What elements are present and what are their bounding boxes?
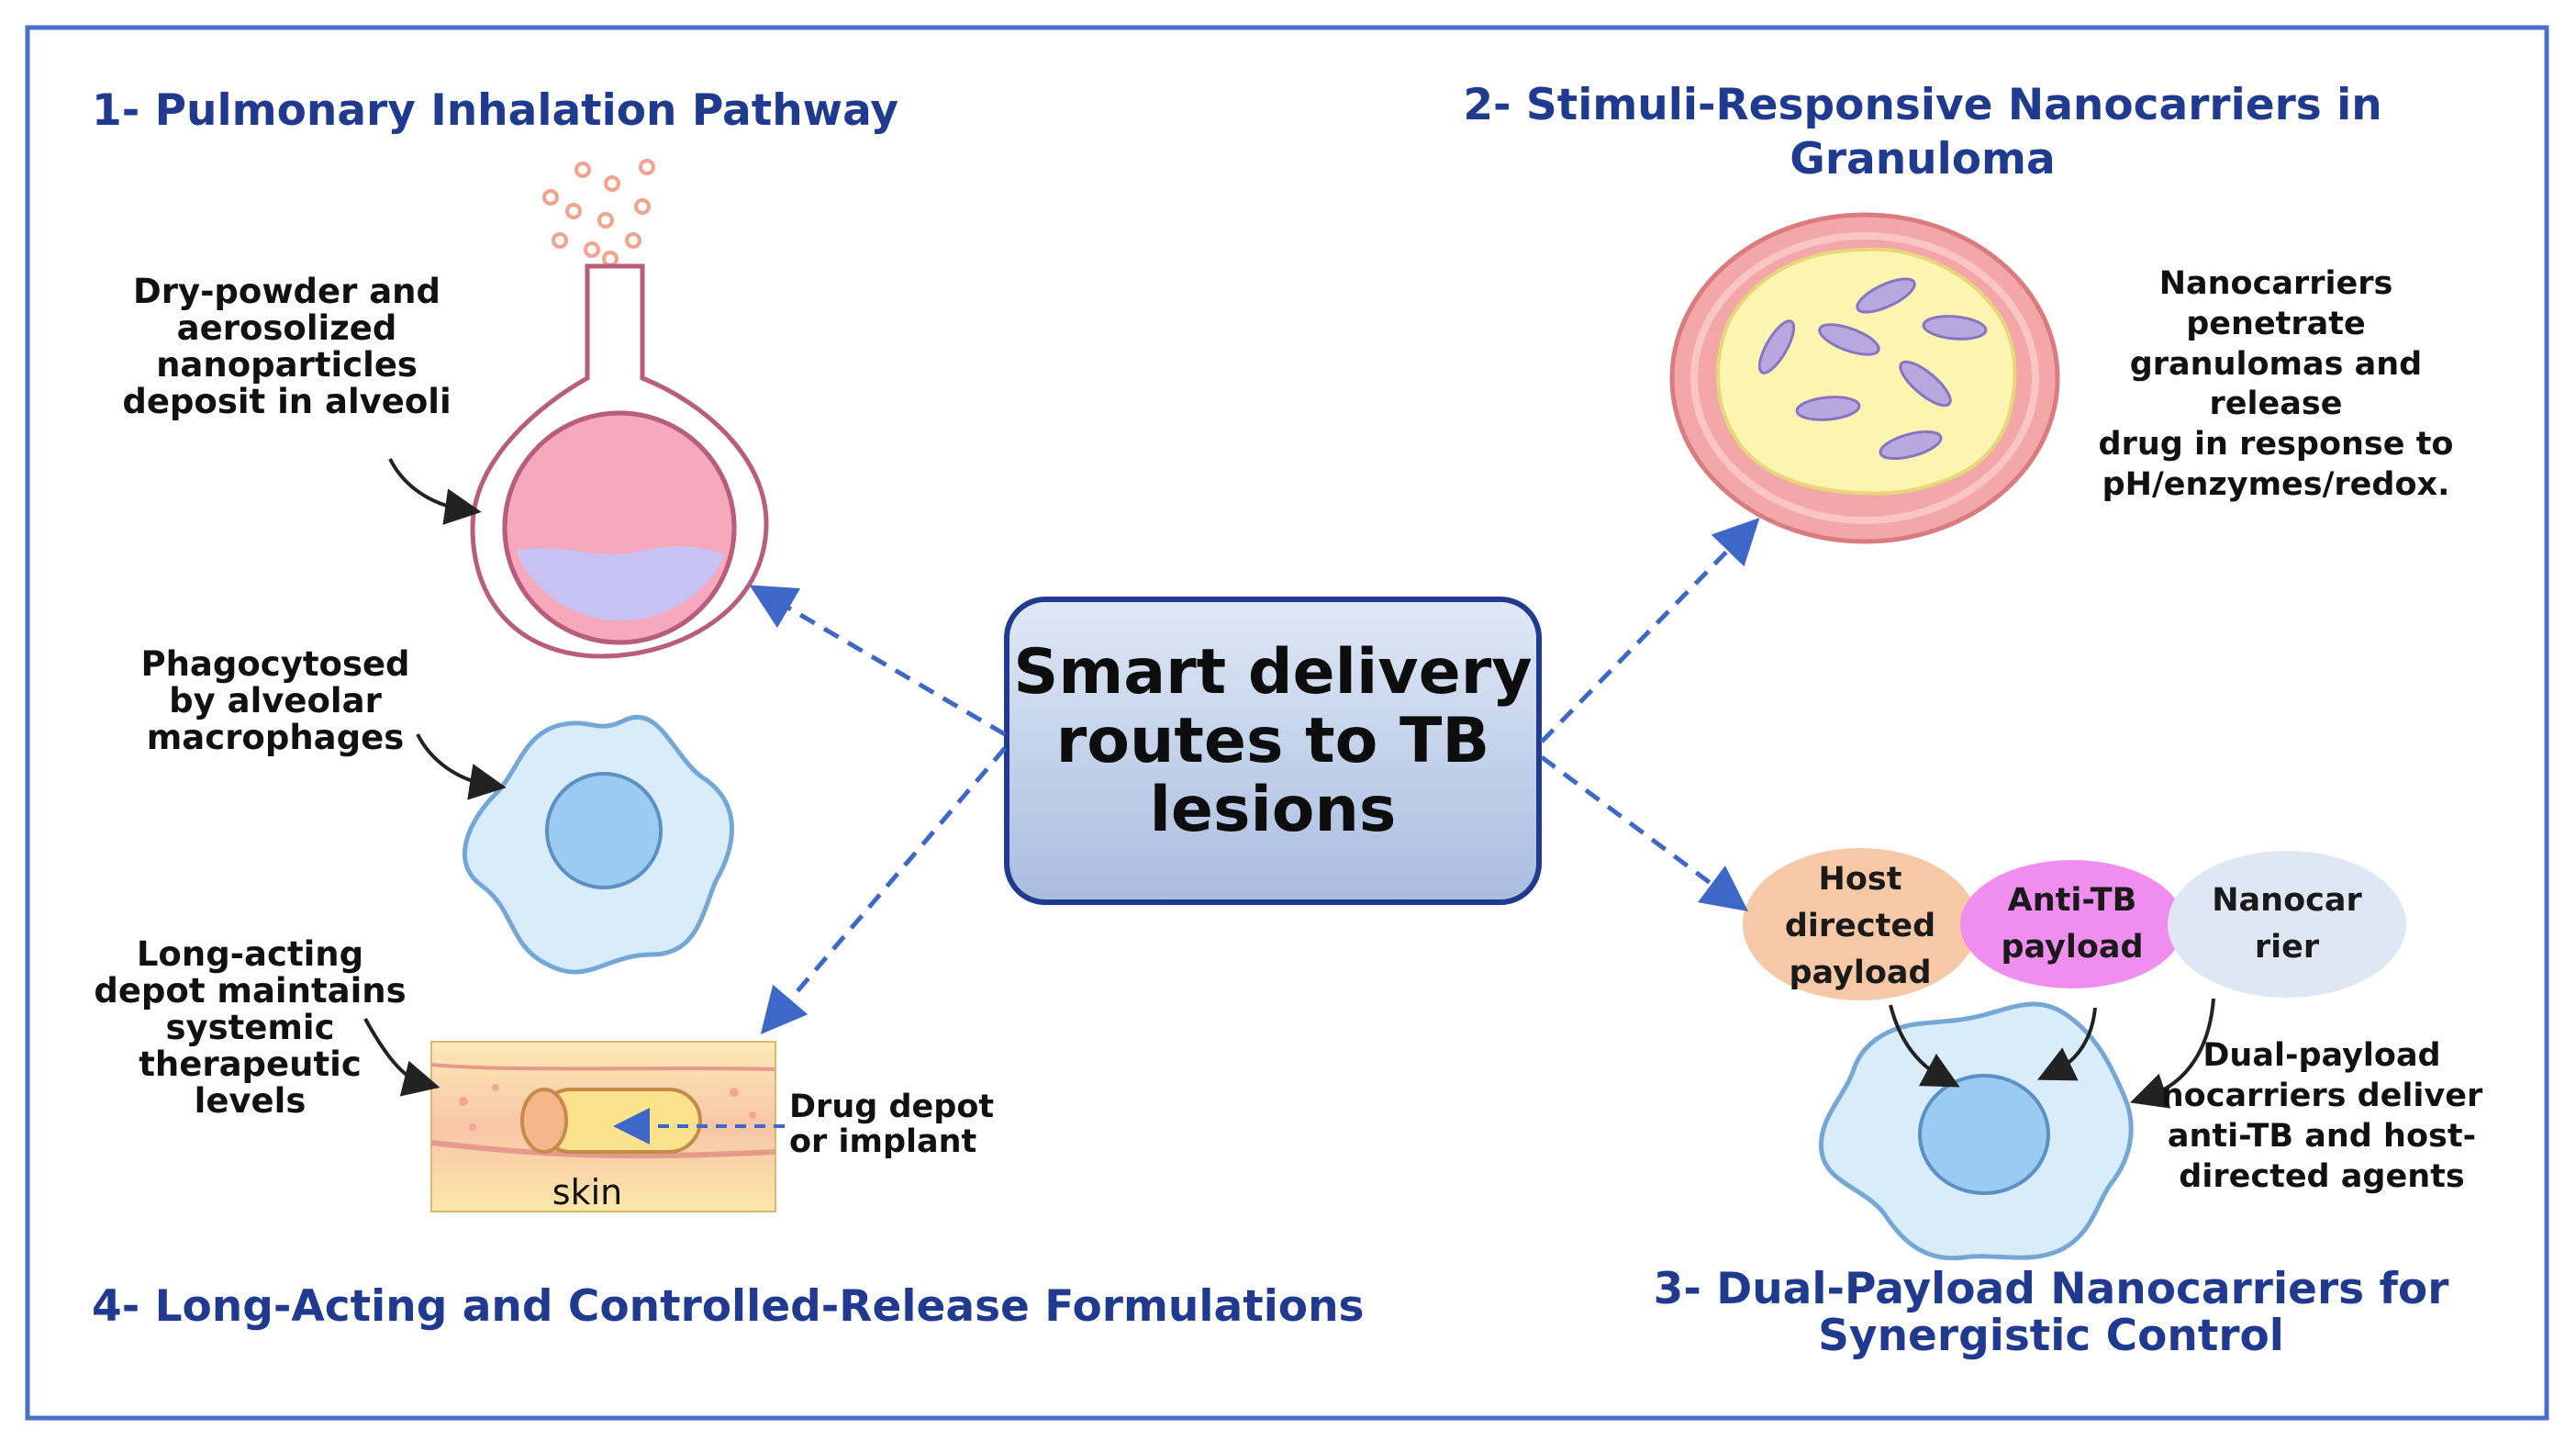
label-drypowder: Dry-powder and aerosolized nanoparticles… xyxy=(122,272,452,421)
antitb-payload-label: Anti-TB payload xyxy=(2001,882,2144,966)
host-directed-payload-oval xyxy=(1743,848,1978,1000)
label-phagocytosed: Phagocytosed by alveolar macrophages xyxy=(140,644,410,757)
route-connectors xyxy=(613,518,1760,1145)
connector-to-pulmonary xyxy=(749,585,1007,737)
outer-frame xyxy=(25,25,2549,1421)
heading-stimuli: 2- Stimuli-Responsive Nanocarriers in Gr… xyxy=(1463,80,2382,184)
anti-tb-payload-oval xyxy=(1960,860,2184,988)
arrow-antitb-to-cell xyxy=(2036,1007,2097,1081)
pointer-arrows xyxy=(363,458,2215,1109)
center-box xyxy=(1004,597,1542,905)
label-granuloma-desc: Nanocarriers penetrate granulomas and re… xyxy=(2098,265,2454,503)
heading-pulmonary: 1- Pulmonary Inhalation Pathway xyxy=(92,85,899,136)
connector-to-granuloma xyxy=(1540,518,1760,743)
heading-dual: 3- Dual-Payload Nanocarriers for Synergi… xyxy=(1653,1264,2449,1361)
label-drug-depot: Drug depot or implant xyxy=(789,1089,995,1160)
arrow-depot xyxy=(363,1018,440,1097)
nanocarrier-label: Nanocar rier xyxy=(2212,882,2362,966)
connector-to-longacting xyxy=(760,746,1007,1035)
alveolus-illustration xyxy=(470,263,769,659)
alveolar-macrophage xyxy=(463,714,734,975)
label-skin: skin xyxy=(552,1172,623,1212)
center-title: Smart delivery routes to TB lesions xyxy=(1013,636,1533,846)
connector-to-dual-payload xyxy=(1540,754,1749,911)
label-depot: Long-acting depot maintains systemic the… xyxy=(94,934,407,1121)
aerosol-particles xyxy=(542,159,655,267)
nanocarrier-oval xyxy=(2168,851,2406,998)
arrow-nanocarrier-to-cell xyxy=(2130,998,2215,1109)
heading-longacting: 4- Long-Acting and Controlled-Release Fo… xyxy=(92,1281,1365,1332)
granuloma-illustration xyxy=(1669,212,2060,544)
arrow-drypowder xyxy=(388,458,482,525)
label-dual-desc: Dual-payload nocarriers deliver anti-TB … xyxy=(2160,1037,2483,1196)
arrow-host-to-cell xyxy=(1889,1004,1960,1088)
arrow-phagocytosed xyxy=(416,733,507,800)
host-payload-label: Host directed payload xyxy=(1784,861,1936,991)
